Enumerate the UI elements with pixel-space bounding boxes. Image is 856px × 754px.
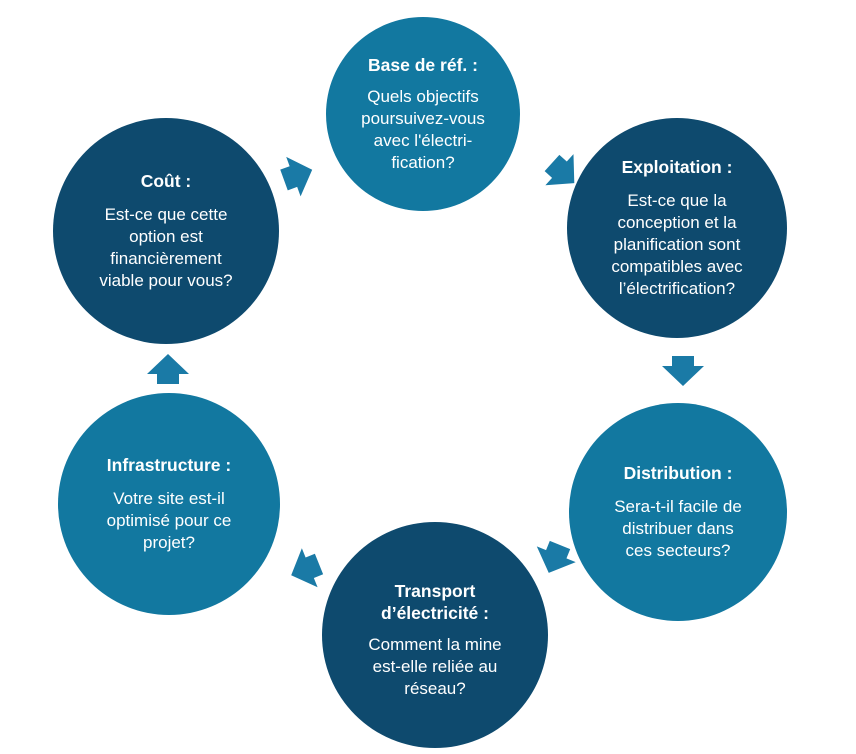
question-line: avec l'électri- xyxy=(373,131,473,150)
question-line: distribuer dans xyxy=(622,519,734,538)
node-title: Distribution : xyxy=(623,463,733,483)
node-cout: Coût : Est-ce que cette option est finan… xyxy=(53,118,279,344)
node-title: Infrastructure : xyxy=(106,455,232,475)
node-exploitation: Exploitation : Est-ce que la conception … xyxy=(567,118,787,338)
question-line: projet? xyxy=(143,533,195,552)
node-question: Est-ce que cette option est financièreme… xyxy=(99,204,232,292)
node-transport-electricite: Transport d’électricité : Comment la min… xyxy=(322,522,548,748)
node-title: Base de réf. : xyxy=(368,55,478,75)
question-line: planification sont xyxy=(613,235,741,254)
title-line: Transport xyxy=(394,581,476,601)
node-base-de-reference: Base de réf. : Quels objectifs poursuive… xyxy=(326,17,520,211)
question-line: optimisé pour ce xyxy=(106,511,232,530)
question-line: Quels objectifs xyxy=(367,87,479,106)
node-title: Transport d’électricité : xyxy=(381,580,489,624)
question-line: option est xyxy=(129,227,203,246)
question-line: Sera-t-il facile de xyxy=(614,497,742,516)
question-line: réseau? xyxy=(404,679,466,698)
node-question: Comment la mine est-elle reliée au résea… xyxy=(368,634,501,700)
arrow-up-icon xyxy=(147,354,189,384)
question-line: poursuivez-vous xyxy=(361,109,485,128)
node-question: Quels objectifs poursuivez-vous avec l'é… xyxy=(361,86,485,174)
question-line: Est-ce que cette xyxy=(104,205,228,224)
question-line: Comment la mine xyxy=(368,635,502,654)
question-line: Votre site est-il xyxy=(113,489,225,508)
question-line: financièrement xyxy=(110,249,222,268)
node-question: Sera-t-il facile de distribuer dans ces … xyxy=(614,496,742,562)
arrow-down-icon xyxy=(662,356,704,386)
question-line: ces secteurs? xyxy=(625,541,731,560)
node-infrastructure: Infrastructure : Votre site est-il optim… xyxy=(58,393,280,615)
node-distribution: Distribution : Sera-t-il facile de distr… xyxy=(569,403,787,621)
node-question: Votre site est-il optimisé pour ce proje… xyxy=(107,488,232,554)
node-title: Coût : xyxy=(140,171,192,191)
question-line: Est-ce que la xyxy=(627,191,727,210)
arrow-down-left-icon xyxy=(536,540,576,573)
title-line: d’électricité : xyxy=(381,603,489,623)
question-line: viable pour vous? xyxy=(99,271,233,290)
node-title: Exploitation : xyxy=(621,157,733,177)
node-question: Est-ce que la conception et la planifica… xyxy=(611,190,742,300)
arrow-left-icon xyxy=(291,548,324,588)
question-line: compatibles avec xyxy=(611,257,743,276)
question-line: l’électrification? xyxy=(618,279,736,298)
arrow-right-icon xyxy=(280,156,313,197)
arrow-down-right-icon xyxy=(544,154,575,186)
question-line: est-elle reliée au xyxy=(372,657,498,676)
question-line: fication? xyxy=(391,153,455,172)
question-line: conception et la xyxy=(617,213,737,232)
